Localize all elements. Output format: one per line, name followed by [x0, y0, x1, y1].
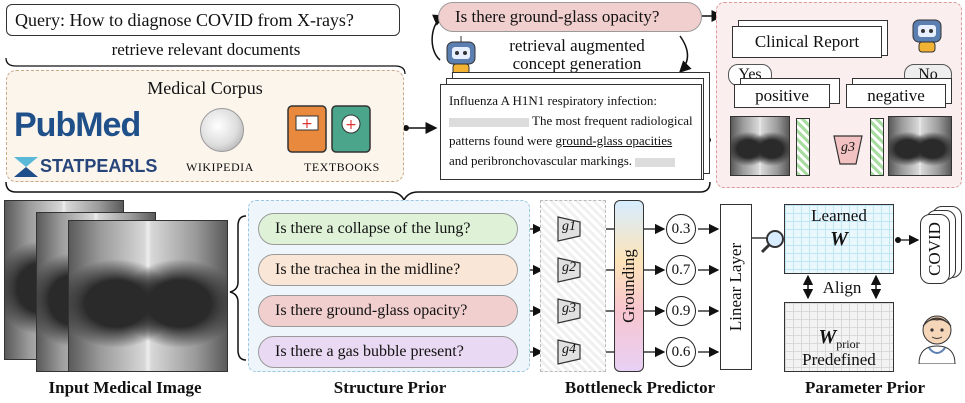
align-label: Align	[822, 278, 862, 297]
learned-label: Learned	[811, 206, 867, 225]
label-parameter-prior: Parameter Prior	[804, 378, 926, 397]
g2-module	[557, 257, 581, 283]
linear-layer-block	[720, 204, 752, 370]
doc-line-3: patterns found were ground-glass opaciti…	[449, 133, 673, 148]
grounding-block	[614, 200, 644, 372]
g4-module	[557, 339, 581, 365]
g3-module	[833, 135, 863, 165]
structure-question-2: Is the trachea in the midline?	[258, 254, 518, 286]
query-box: Query: How to diagnose COVID from X-rays…	[6, 4, 400, 36]
linear-layer-label: Linear Layer	[726, 242, 745, 332]
clinical-report-doc: Clinical Report	[732, 26, 882, 58]
label-input-image: Input Medical Image	[48, 378, 202, 397]
doc-line-1: Influenza A H1N1 respiratory infection:	[449, 93, 657, 108]
magnifier-icon	[760, 230, 784, 254]
statpearls-logo: STATPEARLS	[40, 156, 158, 176]
label-structure-prior: Structure Prior	[333, 378, 447, 397]
positive-feature-bar	[796, 118, 810, 176]
negative-feature-bar	[870, 118, 884, 176]
score-3: 0.9	[666, 296, 696, 326]
pubmed-logo: PubMed	[14, 106, 141, 144]
negative-xray	[888, 116, 952, 176]
corpus-title: Medical Corpus	[147, 78, 263, 98]
label-bottleneck-predictor: Bottleneck Predictor	[564, 378, 716, 397]
g1-module	[557, 216, 581, 242]
wikipedia-globe-icon	[200, 108, 244, 152]
statpearls-icon	[14, 157, 38, 177]
retrieved-document: Influenza A H1N1 respiratory infection: …	[440, 84, 702, 180]
predefined-label: Predefined	[802, 350, 876, 369]
textbooks-icon: + +	[287, 105, 371, 153]
prior-w-symbol: Wprior	[818, 326, 860, 351]
doctor-icon	[918, 315, 956, 364]
rag-label-line1: retrieval augmented	[509, 36, 645, 55]
g1-label: g1	[562, 219, 576, 234]
score-4: 0.6	[666, 337, 696, 367]
g3-label-bottleneck: g3	[562, 301, 576, 316]
rag-label-line2: concept generation	[512, 54, 642, 73]
g4-label: g4	[562, 342, 576, 357]
positive-report: positive	[734, 84, 830, 108]
generated-question-bubble: Is there ground-glass opacity?	[438, 2, 702, 32]
wikipedia-label: WIKIPEDIA	[186, 160, 254, 174]
positive-xray	[730, 116, 790, 176]
retrieve-label: retrieve relevant documents	[111, 40, 301, 59]
doc-line-4: and peribronchovascular markings.	[449, 151, 693, 171]
textbooks-label: TEXTBOOKS	[304, 160, 380, 174]
g3-label: g3	[841, 140, 855, 155]
svg-text:+: +	[301, 116, 313, 132]
prior-w-matrix	[784, 302, 894, 372]
input-xray-front	[68, 220, 228, 372]
covid-label: COVID	[925, 222, 944, 276]
structure-question-1: Is there a collapse of the lung?	[258, 213, 518, 245]
score-1: 0.3	[666, 214, 696, 244]
g3-module-bottleneck	[557, 298, 581, 324]
robot-icon-2	[912, 19, 942, 53]
negative-report: negative	[846, 84, 946, 108]
g2-label: g2	[562, 260, 576, 275]
learned-w-matrix	[784, 204, 894, 274]
learned-w-symbol: W	[830, 228, 848, 250]
structure-question-4: Is there a gas bubble present?	[258, 336, 518, 368]
score-2: 0.7	[666, 255, 696, 285]
structure-question-3: Is there ground-glass opacity?	[258, 295, 518, 327]
svg-text:+: +	[345, 117, 357, 133]
doc-line-2: The most frequent radiological	[449, 111, 693, 131]
covid-output	[920, 214, 950, 284]
robot-icon	[446, 36, 476, 75]
grounding-label: Grounding	[619, 249, 638, 323]
